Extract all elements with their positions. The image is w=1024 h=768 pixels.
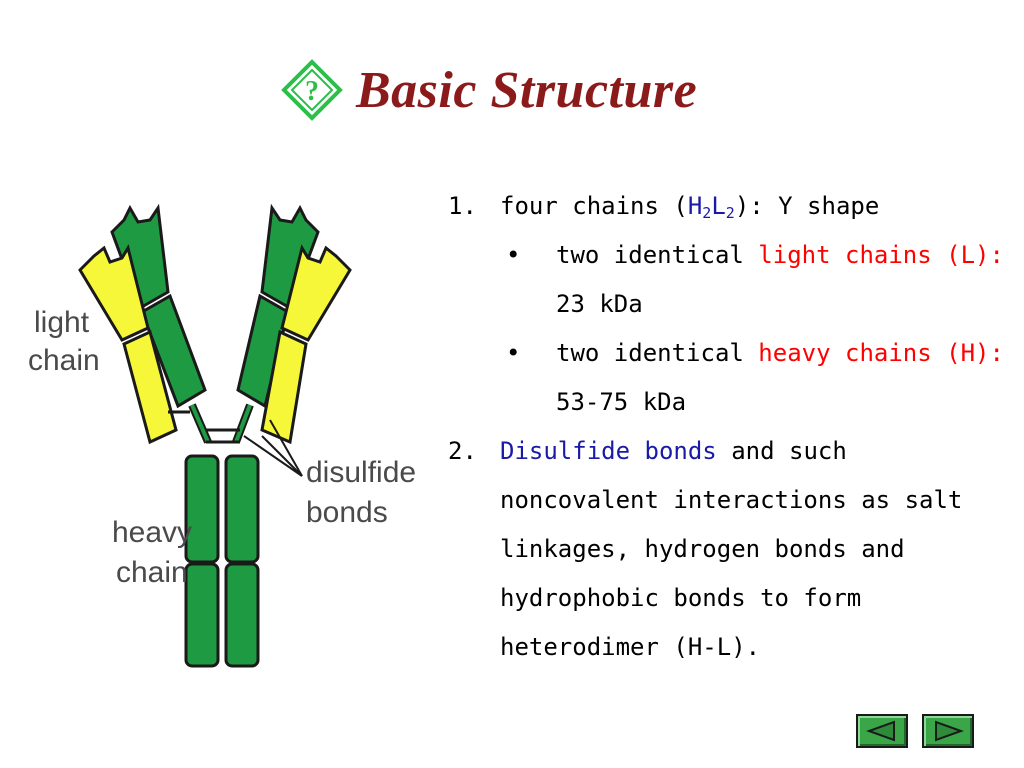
- left-arm: [78, 203, 207, 445]
- right-heavy-variable-domain: [260, 203, 320, 311]
- highlight-text: light chains (L):: [758, 241, 1004, 269]
- right-heavy-ch3-domain: [224, 562, 260, 668]
- hinge-region: [168, 403, 254, 444]
- list-subitem: • two identical light chains (L): 23 kDa: [500, 231, 1008, 329]
- item-number: 1.: [448, 192, 477, 220]
- right-light-variable-domain: [280, 244, 352, 342]
- page-title: Basic Structure: [356, 61, 698, 119]
- list-subitem: • two identical heavy chains (H): 53-75 …: [500, 329, 1008, 427]
- left-heavy-ch3-domain: [184, 562, 220, 668]
- diamond-question-icon: ?: [281, 59, 343, 121]
- list-item: 2. Disulfide bonds and such noncovalent …: [448, 427, 1008, 672]
- left-light-variable-domain: [78, 244, 150, 342]
- left-heavy-constant-domain: [140, 293, 207, 409]
- left-heavy-variable-domain: [110, 203, 170, 311]
- triangle-right-icon: [935, 720, 964, 742]
- left-light-constant-domain: [122, 329, 178, 445]
- next-slide-button[interactable]: [922, 714, 974, 748]
- left-heavy-ch2-domain: [184, 454, 220, 564]
- disulfide-bonds-label: bonds: [306, 496, 388, 529]
- slide-navigation: [856, 714, 974, 748]
- heavy-chain-label: chain: [116, 556, 188, 589]
- previous-slide-button[interactable]: [856, 714, 908, 748]
- triangle-left-icon: [866, 720, 895, 742]
- list-item: 1. four chains (H2L2): Y shape: [448, 182, 1008, 231]
- bullet: •: [506, 339, 521, 367]
- content-list: 1. four chains (H2L2): Y shape • two ide…: [448, 182, 1008, 672]
- heavy-chain-label: heavy: [112, 516, 192, 549]
- right-light-constant-domain: [260, 329, 308, 445]
- light-chain-label: chain: [28, 344, 100, 377]
- light-chain-label: light: [34, 306, 90, 339]
- bullet: •: [506, 241, 521, 269]
- right-arm: [236, 203, 352, 445]
- stem: [184, 454, 260, 668]
- antibody-diagram: light chain disulfide bonds heavy chain: [0, 180, 430, 700]
- disulfide-bonds-label: disulfide: [306, 456, 416, 489]
- right-heavy-ch2-domain: [224, 454, 260, 564]
- highlight-text: Disulfide bonds: [500, 437, 717, 465]
- disulfide-pointer: [243, 419, 303, 477]
- highlight-text: heavy chains (H):: [758, 339, 1004, 367]
- svg-text:?: ?: [305, 76, 319, 107]
- slide-title: ? Basic Structure: [280, 50, 697, 130]
- item-number: 2.: [448, 437, 477, 465]
- item-text: four chains (H2L2): Y shape: [500, 192, 880, 222]
